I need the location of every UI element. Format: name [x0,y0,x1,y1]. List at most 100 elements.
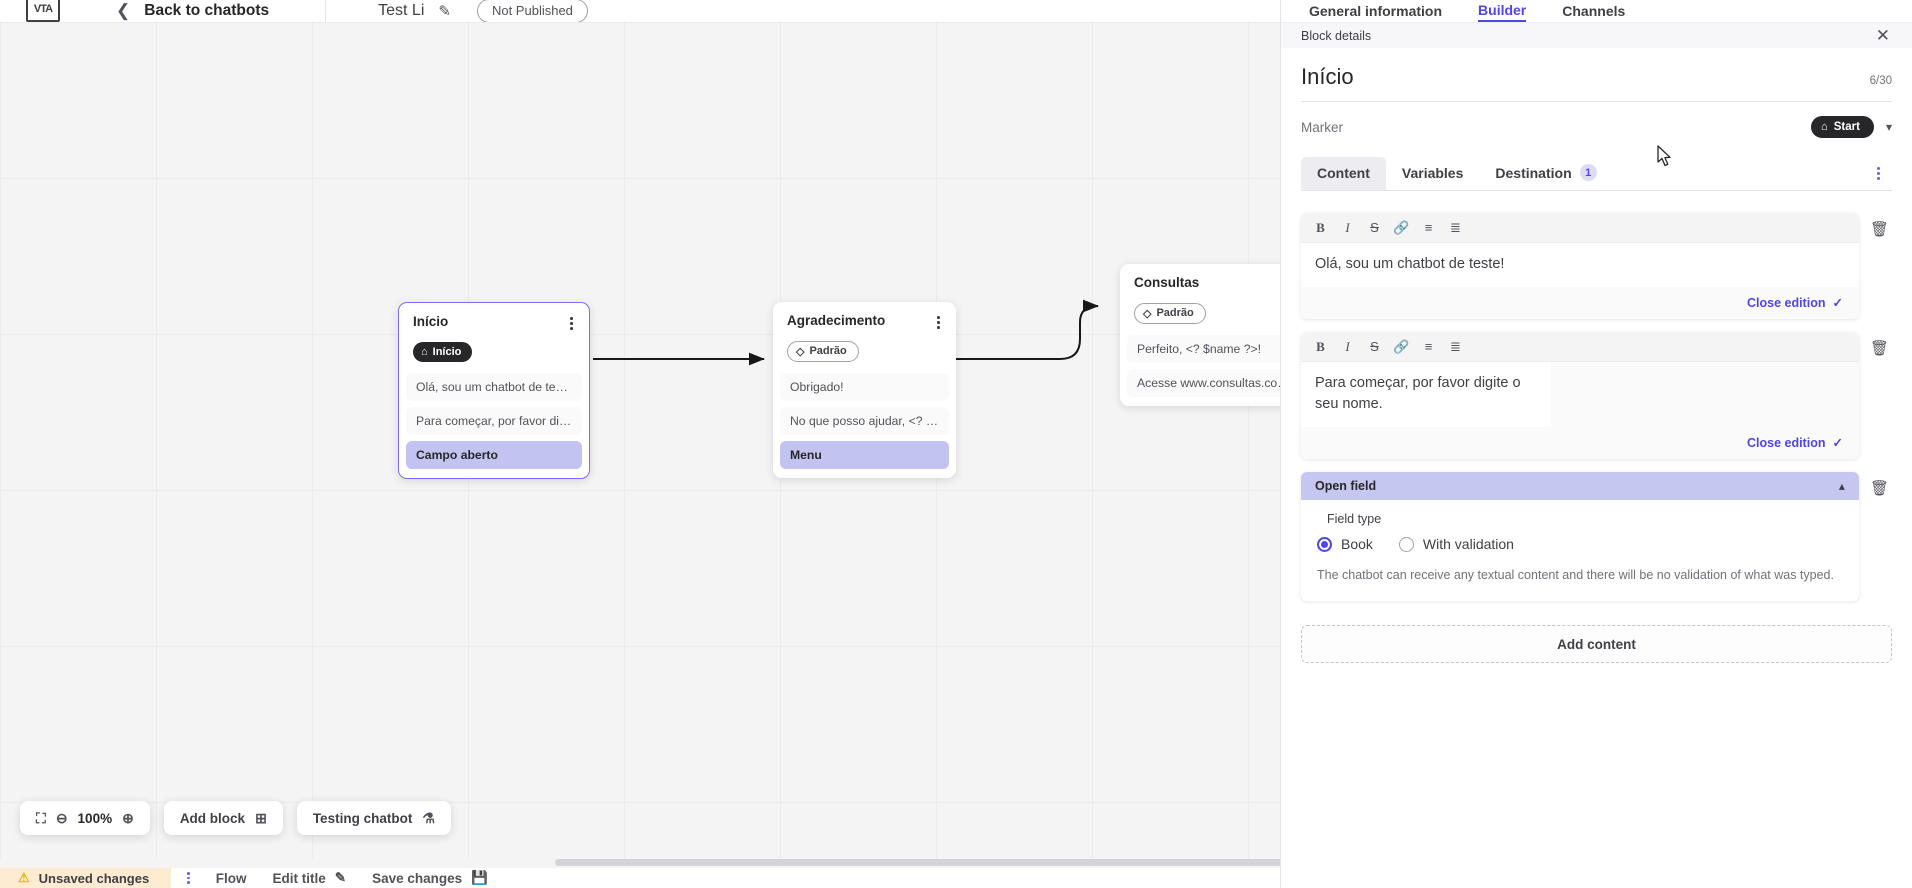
strikethrough-icon[interactable]: S [1370,220,1379,235]
marker-chip-start[interactable]: ⌂ Start [1810,116,1874,138]
content-card: B I S 🔗 ≡ ≣ Para começar, por favor digi… [1301,332,1892,460]
page-title: Início [1301,64,1354,89]
node-row[interactable]: No que posso ajudar, <? $name ... [780,406,949,435]
trash-icon[interactable]: 🗑 [1869,340,1889,358]
canvas-toolbar: ⛶ ⊖ 100% ⊕ Add block ⊞ Testing chatbot ⚗ [20,801,451,835]
numbered-list-icon[interactable]: ≣ [1450,338,1461,354]
subtab-variables[interactable]: Variables [1401,164,1464,181]
close-edition-label: Close edition [1746,295,1826,310]
tab-general-information[interactable]: General information [1309,3,1443,19]
content-subtabs: Content Variables Destination 1 [1301,156,1892,191]
node-row[interactable]: Perfeito, <? $name ?>! [1127,334,1303,363]
link-icon[interactable]: 🔗 [1393,219,1410,235]
flow-node-consultas[interactable]: Consultas ◇ Padrão Perfeito, <? $name ?>… [1120,264,1310,406]
pencil-icon: ✎ [334,870,347,885]
unsaved-changes-badge: ⚠ Unsaved changes [0,868,172,888]
radio-button[interactable] [1398,536,1414,552]
zoom-out-icon[interactable]: ⊖ [55,809,68,826]
subtab-destination[interactable]: Destination 1 [1479,156,1612,190]
node-row[interactable]: Menu [780,440,949,469]
edit-title-button[interactable]: Edit title ✎ [273,870,347,886]
close-edition-button[interactable]: Close edition ✓ [1746,435,1843,451]
chevron-up-icon[interactable]: ▴ [1838,479,1845,494]
radio-option-book[interactable]: Book [1317,536,1373,552]
trash-icon[interactable]: 🗑 [1869,480,1889,498]
add-content-button[interactable]: Add content [1301,625,1892,664]
panel-tab-bar: General information Builder Channels [1281,0,1912,22]
open-field-panel: Open field ▴ Field type Book W [1301,472,1859,602]
subtab-content[interactable]: Content [1301,156,1386,190]
rich-text-editor[interactable]: B I S 🔗 ≡ ≣ Olá, sou um chatbot de teste… [1301,213,1859,320]
tag-icon: ◇ [1143,307,1152,320]
link-icon[interactable]: 🔗 [1393,338,1410,354]
node-tag-row: ◇ Padrão [773,332,956,362]
strikethrough-icon[interactable]: S [1370,339,1379,355]
close-icon[interactable]: ✕ [1875,26,1890,45]
node-rows: Obrigado! No que posso ajudar, <? $name … [773,372,956,469]
node-row[interactable]: Olá, sou um chatbot de teste! [406,372,582,401]
open-field-card: Open field ▴ Field type Book W [1301,472,1892,602]
fit-screen-icon[interactable]: ⛶ [36,809,46,826]
flow-button[interactable]: Flow [216,871,247,886]
chevron-down-icon[interactable]: ▾ [1885,120,1892,134]
publish-status-badge: Not Published [476,0,588,22]
flow-node-agradecimento[interactable]: Agradecimento ◇ Padrão Obrigado! No que … [773,302,956,478]
close-edition-button[interactable]: Close edition ✓ [1746,295,1843,311]
node-row[interactable]: Obrigado! [780,372,949,401]
panel-body: Início 6/30 Marker ⌂ Start ▾ Content Var… [1281,48,1912,664]
node-row[interactable]: Campo aberto [406,440,582,469]
radio-option-with-validation[interactable]: With validation [1398,536,1514,552]
tab-channels[interactable]: Channels [1562,3,1626,19]
header-divider [325,0,327,22]
node-rows: Olá, sou um chatbot de teste! Para começ… [399,372,589,469]
bulleted-list-icon[interactable]: ≡ [1424,220,1433,235]
pencil-icon[interactable]: ✎ [438,3,451,20]
editor-text[interactable]: Olá, sou um chatbot de teste! [1301,243,1859,288]
radio-button-selected[interactable] [1317,536,1332,552]
back-chevron-icon[interactable]: ❮ [116,0,131,20]
subtab-kebab-icon[interactable] [1873,163,1884,184]
rich-text-editor[interactable]: B I S 🔗 ≡ ≣ Para começar, por favor digi… [1301,332,1859,460]
content-card: B I S 🔗 ≡ ≣ Olá, sou um chatbot de teste… [1301,213,1892,320]
rte-toolbar: B I S 🔗 ≡ ≣ [1301,213,1859,243]
char-counter: 6/30 [1869,75,1892,87]
open-field-header[interactable]: Open field ▴ [1301,472,1859,501]
canvas-horizontal-scrollbar[interactable] [0,858,1562,867]
zoom-in-icon[interactable]: ⊕ [122,809,134,826]
save-changes-button[interactable]: Save changes 💾 [372,870,488,886]
marker-control[interactable]: ⌂ Start ▾ [1810,116,1892,138]
block-title-row: Início 6/30 [1301,64,1892,90]
bold-icon[interactable]: B [1316,338,1325,354]
node-row[interactable]: Acesse www.consultas.com par... [1127,368,1303,397]
add-block-button[interactable]: Add block ⊞ [163,801,283,835]
flow-node-inicio[interactable]: Início ⌂ Início Olá, sou um chatbot de t… [398,302,590,479]
node-tag-row: ◇ Padrão [1120,294,1310,324]
node-tag-label: Padrão [1156,307,1194,320]
flask-icon: ⚗ [422,809,435,826]
back-to-chatbots-link[interactable]: Back to chatbots [144,2,270,19]
check-icon: ✓ [1832,296,1843,311]
right-panel: General information Builder Channels Blo… [1280,0,1912,888]
node-kebab-icon[interactable] [568,314,575,333]
node-row[interactable]: Para começar, por favor digite o ... [406,406,582,435]
node-kebab-icon[interactable] [935,313,942,332]
italic-icon[interactable]: I [1345,219,1350,235]
scrollbar-thumb[interactable] [555,859,1415,866]
testing-chatbot-button[interactable]: Testing chatbot ⚗ [296,801,451,835]
statusbar-kebab-icon[interactable] [187,871,190,885]
numbered-list-icon[interactable]: ≣ [1450,219,1461,235]
title-divider [1301,101,1892,102]
close-edition-label: Close edition [1746,435,1826,450]
field-type-label: Field type [1327,512,1382,527]
node-header: Início [399,314,589,333]
trash-icon[interactable]: 🗑 [1869,221,1889,238]
node-rows: Perfeito, <? $name ?>! Acesse www.consul… [1120,334,1310,397]
tab-builder[interactable]: Builder [1478,0,1527,22]
italic-icon[interactable]: I [1345,338,1350,354]
tag-icon: ◇ [796,345,805,358]
open-field-title: Open field [1315,479,1377,494]
editor-text[interactable]: Para começar, por favor digite o seu nom… [1301,362,1551,428]
bold-icon[interactable]: B [1316,219,1325,235]
bulleted-list-icon[interactable]: ≡ [1424,339,1433,355]
app-logo[interactable]: VTA [26,0,60,22]
